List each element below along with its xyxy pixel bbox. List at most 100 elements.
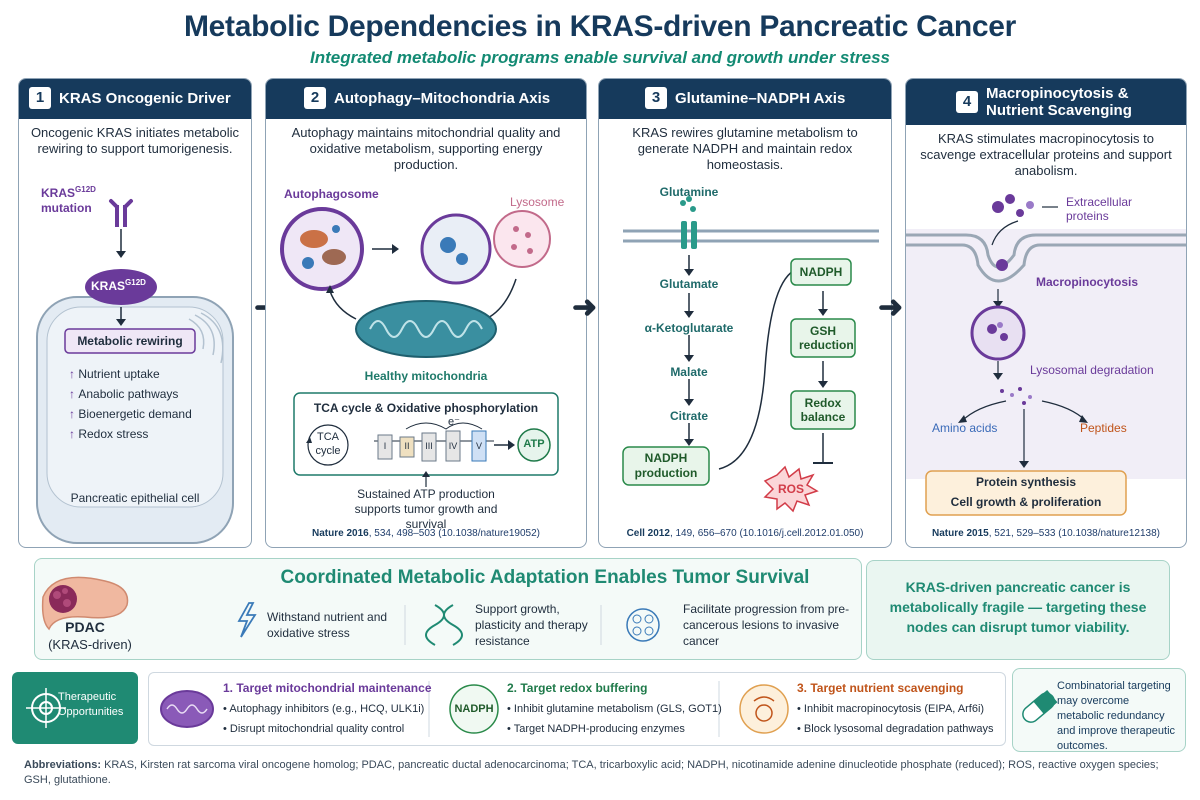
extracellular-proteins-label: Extracellular proteins xyxy=(1066,195,1133,223)
complex-i: I xyxy=(383,441,387,451)
up-arrow-icon: ↑ xyxy=(69,367,79,381)
lysosome-label: Lysosome xyxy=(510,195,565,209)
panel-description: Autophagy maintains mitochondrial qualit… xyxy=(291,125,561,172)
panel-number: 1 xyxy=(29,87,51,109)
macropinocytosis-label: Macropinocytosis xyxy=(1036,275,1139,289)
nadph-icon: NADPH xyxy=(454,703,494,715)
kras-mutation-word: mutation xyxy=(41,201,92,215)
autophagosome-label: Autophagosome xyxy=(284,187,379,201)
target-mitochondrial-bullet: • Autophagy inhibitors (e.g., HCQ, ULK1i… xyxy=(223,703,425,715)
abbreviations: Abbreviations: KRAS, Kirsten rat sarcoma… xyxy=(24,759,1159,786)
panel-description: KRAS stimulates macropinocytosis to scav… xyxy=(920,131,1172,178)
up-arrow-icon: ↑ xyxy=(69,407,79,421)
macropinocytosis-illustration xyxy=(906,194,1186,516)
item-support-growth: Support growth, plasticity and therapy r… xyxy=(475,602,588,648)
therapeutic-targets: 1. Target mitochondrial maintenance • Au… xyxy=(148,672,1006,746)
complex-iii: III xyxy=(425,441,433,451)
cycle-label: cycle xyxy=(315,445,341,457)
panel-title: Macropinocytosis &Nutrient Scavenging xyxy=(986,85,1132,119)
nadph-box: NADPH xyxy=(799,265,843,279)
citation: Nature 2016, 534, 498–503 (10.1038/natur… xyxy=(312,528,540,539)
item-facilitate-progression: Facilitate progression from pre-cancerou… xyxy=(683,602,850,648)
protein-synthesis-label: Protein synthesis xyxy=(975,475,1077,489)
fragility-text: KRAS-driven pancreatic cancer is metabol… xyxy=(889,579,1147,635)
cell-growth-label: Cell growth & proliferation xyxy=(950,495,1102,509)
tca-box-title: TCA cycle & Oxidative phosphorylation xyxy=(313,401,539,415)
atp-footer: Sustained ATP production supports tumor … xyxy=(354,487,498,531)
gsh-reduction-box: GSH reduction xyxy=(799,324,854,352)
citation: Cell 2012, 149, 656–670 (10.1016/j.cell.… xyxy=(626,528,864,539)
electron-label: e⁻ xyxy=(448,416,460,428)
panel-number: 4 xyxy=(956,91,978,113)
malate-label: Malate xyxy=(670,365,708,379)
flow-arrow-icon: ➜ xyxy=(572,291,598,324)
therapeutic-label: Therapeutic Opportunities xyxy=(58,691,124,718)
page-title: Metabolic Dependencies in KRAS-driven Pa… xyxy=(183,10,1017,43)
panel-header: 3 Glutamine–NADPH Axis xyxy=(599,79,891,119)
kras-mutation-label: KRASG12D xyxy=(41,185,96,200)
target-icons xyxy=(160,681,789,737)
ros-label: ROS xyxy=(777,482,804,496)
up-arrow-icon: ↑ xyxy=(69,427,79,441)
cell-label: Pancreatic epithelial cell xyxy=(70,491,200,505)
panel-description: Oncogenic KRAS initiates metabolic rewir… xyxy=(30,125,240,156)
glutamine-pathway-diagram xyxy=(622,196,879,513)
panel-description: KRAS rewires glutamine metabolism to gen… xyxy=(632,125,858,172)
panel-number: 2 xyxy=(304,87,326,109)
citrate-label: Citrate xyxy=(669,409,708,423)
tca-label: TCA xyxy=(317,431,339,443)
target-redox-bullet: • Inhibit glutamine metabolism (GLS, GOT… xyxy=(507,703,722,715)
target-redox-bullet: • Target NADPH-producing enzymes xyxy=(507,723,685,735)
adaptation-band: PDAC (KRAS-driven) Coordinated Metabolic… xyxy=(34,558,862,660)
pdac-sublabel: (KRAS-driven) xyxy=(48,637,132,652)
pancreas-icon xyxy=(41,576,129,631)
effect-anabolic: ↑ Anabolic pathways xyxy=(69,387,179,401)
target-mitochondrial-title: 1. Target mitochondrial maintenance xyxy=(223,681,432,695)
combination-box: Combinatorial targeting may overcome met… xyxy=(1012,668,1186,752)
panel-autophagy: 2 Autophagy–Mitochondria Axis Autophagy … xyxy=(265,78,587,548)
page-subtitle: Integrated metabolic programs enable sur… xyxy=(309,48,891,67)
flow-arrow-icon: ➜ xyxy=(878,291,904,324)
panel-kras-driver: 1 KRAS Oncogenic Driver Oncogenic KRAS i… xyxy=(18,78,252,548)
panel-title: KRAS Oncogenic Driver xyxy=(59,90,231,107)
effect-bioenergetic: ↑ Bioenergetic demand xyxy=(69,407,192,421)
target-redox-title: 2. Target redox buffering xyxy=(507,681,648,695)
target-mitochondrial-bullet: • Disrupt mitochondrial quality control xyxy=(223,723,405,735)
lysosomal-degradation-label: Lysosomal degradation xyxy=(1030,363,1154,377)
panel-glutamine: 3 Glutamine–NADPH Axis KRAS rewires glut… xyxy=(598,78,892,548)
panel-header: 4 Macropinocytosis &Nutrient Scavenging xyxy=(906,79,1186,125)
nadph-production-box: NADPH production xyxy=(634,451,698,480)
therapeutic-label-box: Therapeutic Opportunities xyxy=(12,672,138,744)
effect-nutrient-uptake: ↑ Nutrient uptake xyxy=(69,367,160,381)
combination-text: Combinatorial targeting may overcome met… xyxy=(1057,680,1176,752)
cell-illustration xyxy=(36,199,234,544)
complex-iv: IV xyxy=(448,441,458,451)
atp-label: ATP xyxy=(523,438,545,450)
up-arrow-icon: ↑ xyxy=(69,387,79,401)
complex-v: V xyxy=(475,441,482,451)
pill-icon xyxy=(1022,690,1058,723)
panel-header: 1 KRAS Oncogenic Driver xyxy=(19,79,251,119)
panel-title: Autophagy–Mitochondria Axis xyxy=(334,90,551,107)
panel-number: 3 xyxy=(645,87,667,109)
peptides-label: Peptides xyxy=(1080,421,1127,435)
glutamine-label: Glutamine xyxy=(659,185,719,199)
fragility-box: KRAS-driven pancreatic cancer is metabol… xyxy=(866,560,1170,660)
target-scavenging-bullet: • Inhibit macropinocytosis (EIPA, Arf6i) xyxy=(797,703,985,715)
panel-macropinocytosis: 4 Macropinocytosis &Nutrient Scavenging … xyxy=(905,78,1187,548)
target-scavenging-title: 3. Target nutrient scavenging xyxy=(797,681,964,695)
item-withstand-stress: Withstand nutrient and oxidative stress xyxy=(267,610,388,640)
metabolic-rewiring-box: Metabolic rewiring xyxy=(77,334,183,348)
redox-balance-box: Redox balance xyxy=(800,396,846,424)
alpha-ketoglutarate-label: α-Ketoglutarate xyxy=(644,321,734,335)
adaptation-title: Coordinated Metabolic Adaptation Enables… xyxy=(280,567,810,588)
mitochondria-label: Healthy mitochondria xyxy=(364,369,488,383)
kras-node-label: KRASG12D xyxy=(91,278,146,293)
target-scavenging-bullet: • Block lysosomal degradation pathways xyxy=(797,723,994,735)
glutamate-label: Glutamate xyxy=(659,277,719,291)
target-icon xyxy=(26,688,66,728)
panel-title: Glutamine–NADPH Axis xyxy=(675,90,846,107)
panel-header: 2 Autophagy–Mitochondria Axis xyxy=(266,79,586,119)
amino-acids-label: Amino acids xyxy=(932,421,998,435)
pdac-label: PDAC xyxy=(65,619,105,635)
